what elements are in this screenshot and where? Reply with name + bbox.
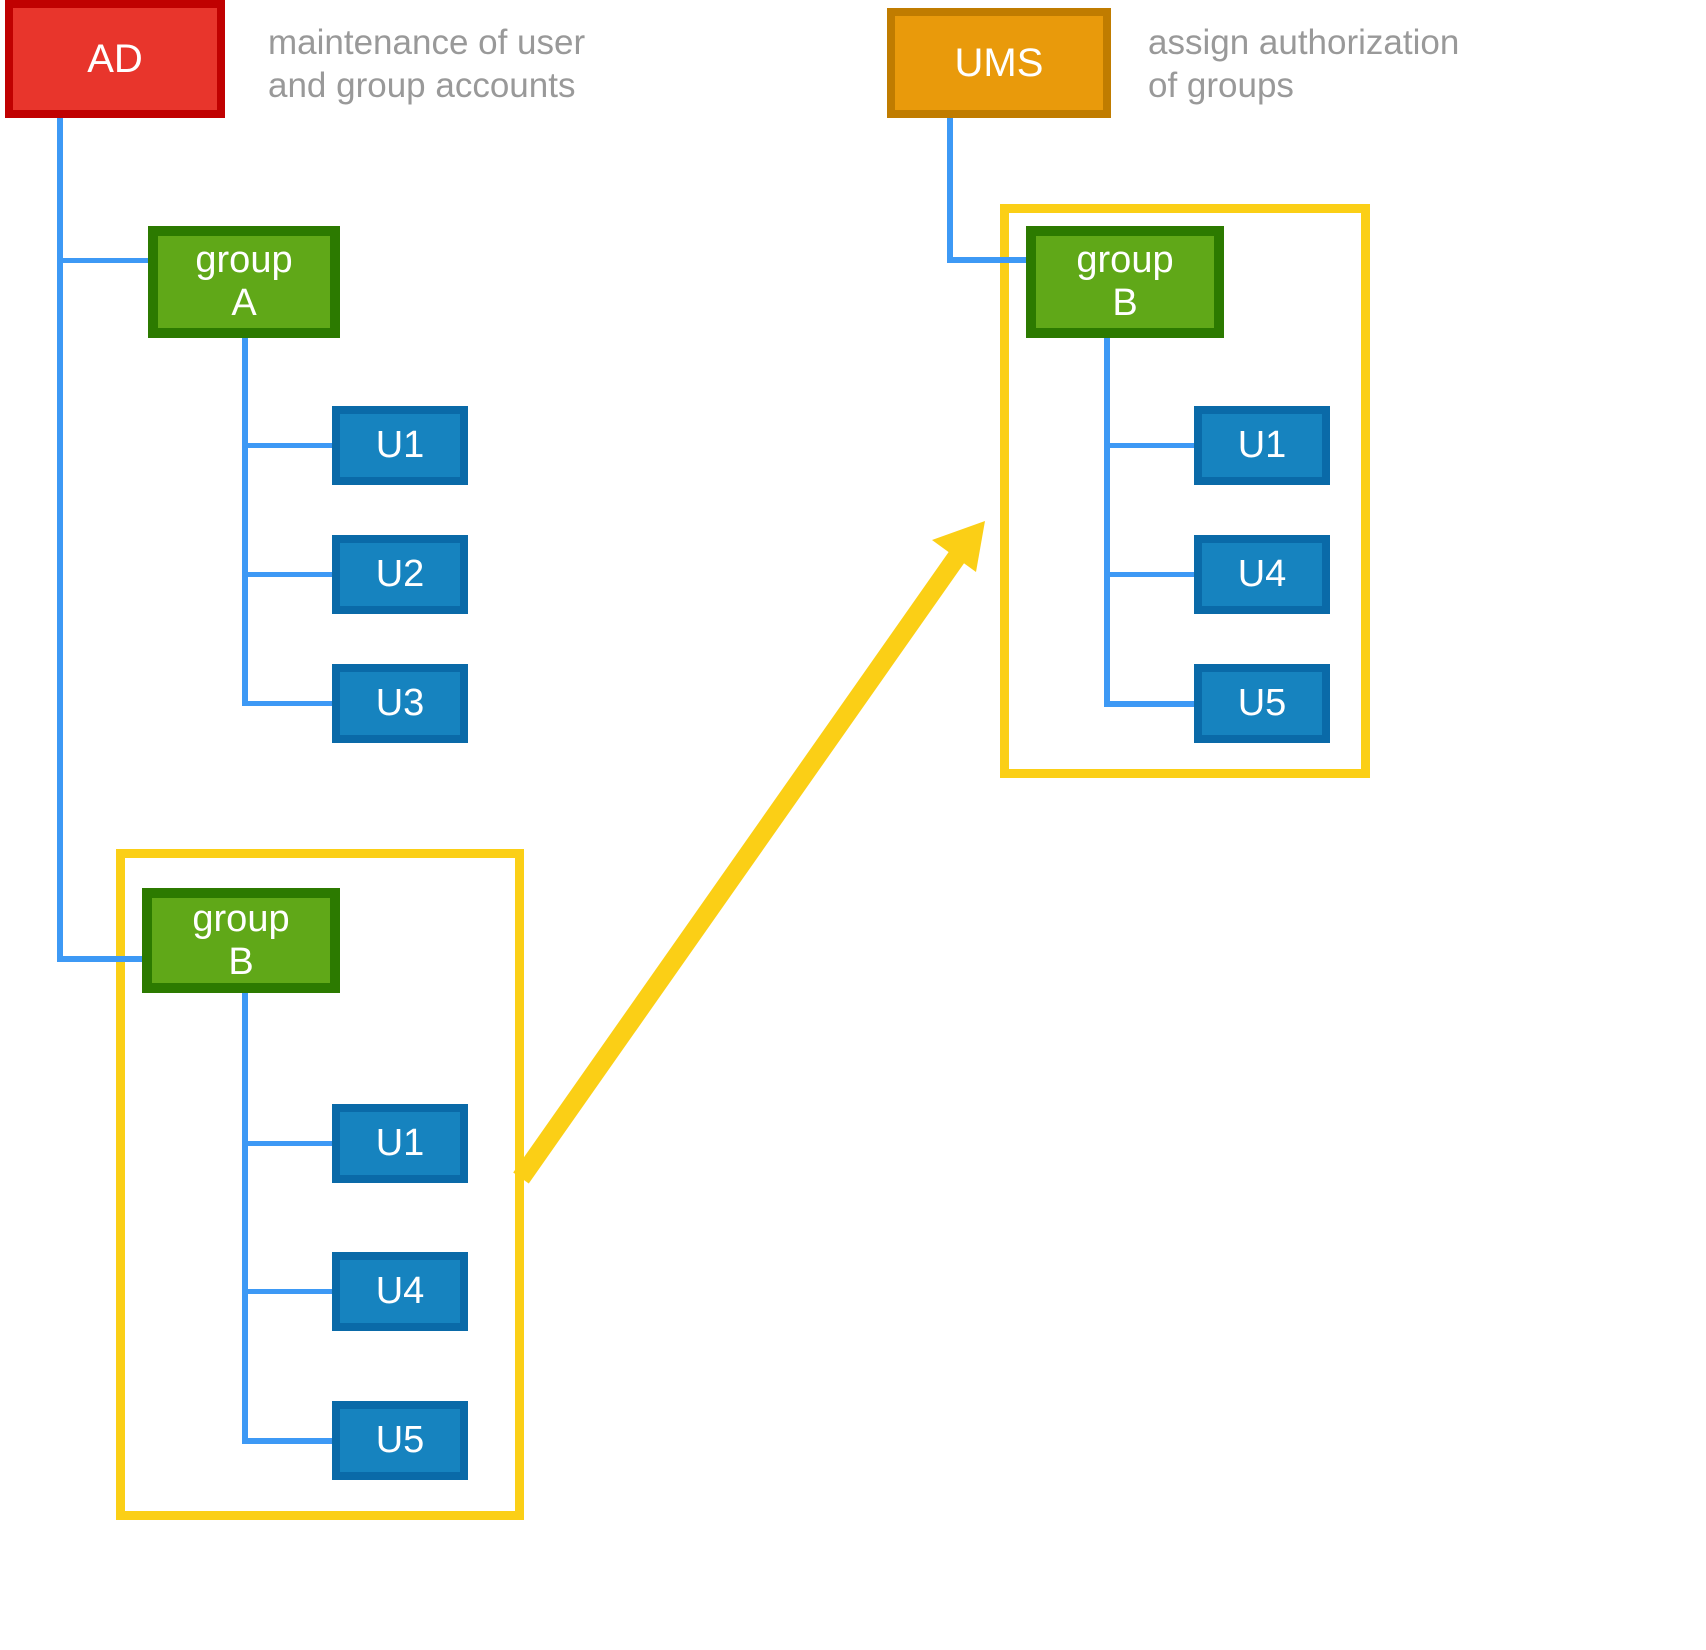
ums-group-b-highlight-frame	[1000, 204, 1370, 778]
connector-ums-to-group-b	[947, 257, 1040, 263]
connector-ad-group-b-to-u4	[242, 1289, 337, 1294]
connector-ums-group-b-to-u5	[1104, 701, 1199, 707]
group-b-sync-arrow	[513, 521, 985, 1184]
connector-ad-group-b-to-u5	[242, 1438, 337, 1444]
ums-group-b-member-u5[interactable]: U5	[1194, 664, 1330, 743]
connector-ad-trunk-vertical	[57, 118, 63, 961]
ums-system-node[interactable]: UMS	[887, 8, 1111, 118]
connector-group-a-to-u2	[242, 572, 337, 577]
ad-group-b-member-u5[interactable]: U5	[332, 1401, 468, 1480]
ad-group-a-member-u3[interactable]: U3	[332, 664, 468, 743]
connector-ums-group-b-to-u4	[1104, 572, 1199, 577]
ad-group-b-member-u4[interactable]: U4	[332, 1252, 468, 1331]
ums-caption: assign authorization of groups	[1148, 23, 1460, 105]
ad-group-b-member-u1[interactable]: U1	[332, 1104, 468, 1183]
ad-group-a-node[interactable]: group A	[148, 226, 340, 338]
connector-ad-group-b-to-u1	[242, 1141, 337, 1146]
ad-caption: maintenance of user and group accounts	[268, 23, 586, 105]
ums-group-b-member-u4[interactable]: U4	[1194, 535, 1330, 614]
connector-ums-trunk-vertical	[947, 118, 953, 262]
connector-ad-to-group-b	[57, 956, 152, 962]
connector-ad-to-group-a	[57, 258, 152, 263]
connector-group-a-to-u1	[242, 443, 337, 448]
connector-group-a-trunk-vertical	[242, 338, 248, 706]
connector-ad-group-b-trunk-vertical	[242, 993, 248, 1444]
ums-group-b-node[interactable]: group B	[1026, 226, 1224, 338]
ad-group-b-node[interactable]: group B	[142, 888, 340, 993]
ad-group-a-member-u2[interactable]: U2	[332, 535, 468, 614]
ad-group-b-highlight-frame	[116, 849, 524, 1520]
connector-ums-group-b-to-u1	[1104, 443, 1199, 448]
connector-group-a-to-u3	[242, 701, 337, 706]
ums-group-b-member-u1[interactable]: U1	[1194, 406, 1330, 485]
ad-system-node[interactable]: AD	[5, 0, 225, 118]
ad-group-a-member-u1[interactable]: U1	[332, 406, 468, 485]
connector-ums-group-b-trunk-vertical	[1104, 338, 1110, 706]
